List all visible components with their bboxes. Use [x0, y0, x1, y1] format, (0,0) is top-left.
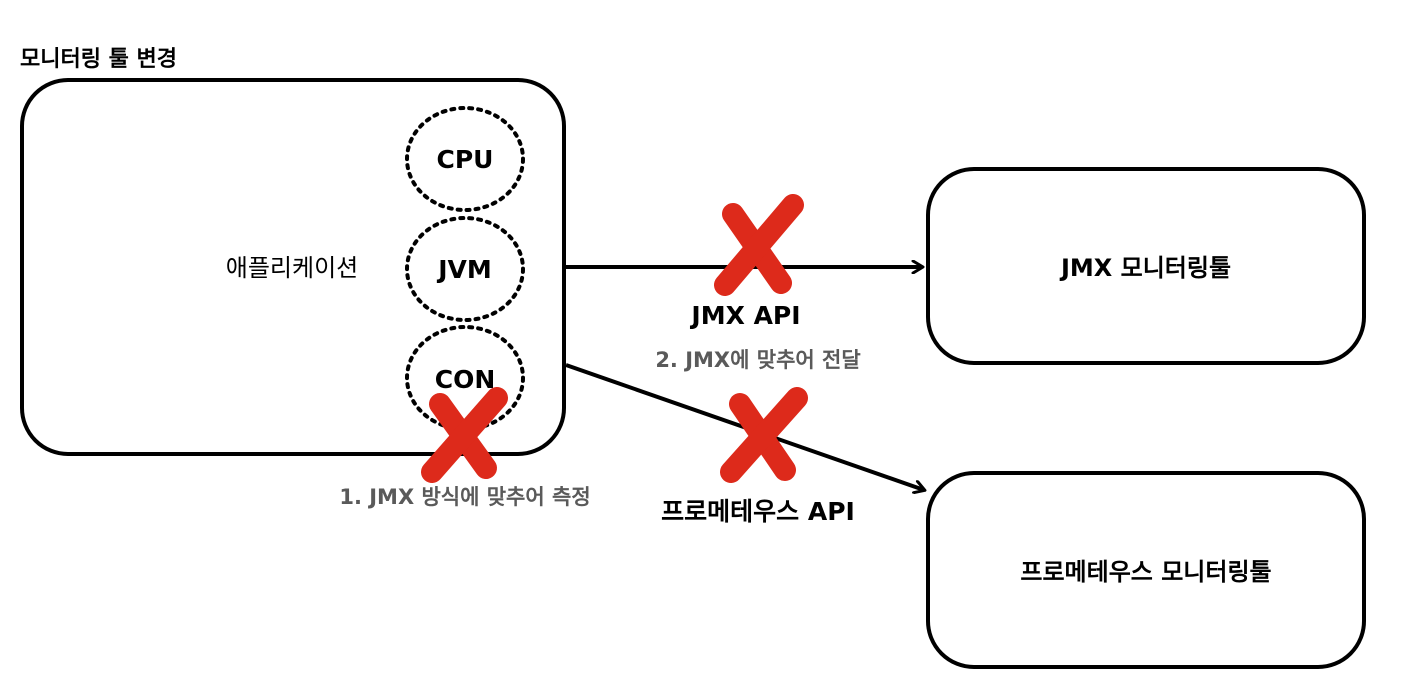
step1-label: 1. JMX 방식에 맞추어 측정 — [339, 485, 590, 509]
diagram-title: 모니터링 툴 변경 — [20, 47, 177, 72]
prometheus-api-label: 프로메테우스 API — [661, 497, 855, 526]
metric-jvm-label: JVM — [436, 255, 492, 284]
jmx-api-label: JMX API — [689, 301, 800, 330]
cross-icon-con-metric — [421, 387, 508, 483]
metric-cpu-label: CPU — [437, 145, 494, 174]
application-label: 애플리케이션 — [226, 254, 358, 282]
metric-con-label: CON — [435, 365, 496, 394]
step2-label: 2. JMX에 맞추어 전달 — [655, 348, 860, 372]
metric-jvm-circle — [405, 216, 525, 322]
metric-con: CON — [405, 325, 525, 431]
prometheus-tool-label: 프로메테우스 모니터링툴 — [1020, 558, 1271, 586]
jmx-tool-box — [926, 167, 1366, 365]
cross-icon-prometheus-arrow — [720, 387, 808, 483]
cross-icon-jmx-arrow — [714, 194, 804, 296]
prometheus-tool-box — [926, 471, 1366, 669]
application-box — [20, 78, 566, 456]
metric-cpu: CPU — [405, 106, 525, 212]
metric-jvm: JVM — [405, 216, 525, 322]
metric-cpu-circle — [405, 106, 525, 212]
jmx-tool-label: JMX 모니터링툴 — [1059, 254, 1231, 282]
